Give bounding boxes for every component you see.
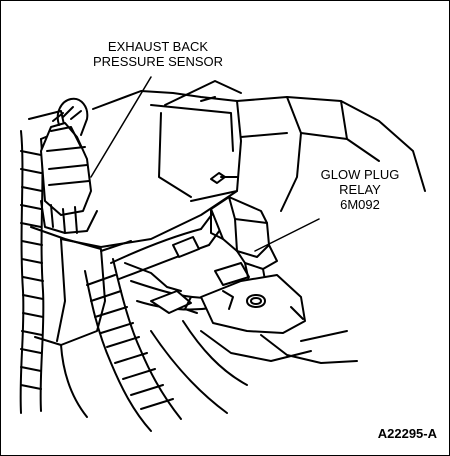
glow-plug-relay-label: GLOW PLUG RELAY 6M092 [301,167,419,212]
relay-mount-bracket [184,274,306,334]
exhaust-back-pressure-sensor [40,97,98,234]
label-line: RELAY [339,182,381,197]
label-line: PRESSURE SENSOR [92,54,224,69]
figure-id: A22295-A [377,426,437,441]
corrugated-hose [84,258,182,432]
exhaust-back-pressure-sensor-label: EXHAUST BACK PRESSURE SENSOR [63,39,253,69]
label-line: EXHAUST BACK [107,39,209,54]
upper-right-housing [286,96,426,192]
lower-engine-structure [60,320,358,418]
label-line: 6M092 [340,197,380,212]
sensor-leader-line [90,76,152,178]
label-line: GLOW PLUG [320,167,400,182]
relay-leader-line [254,218,320,252]
engine-block-outline [60,80,302,248]
